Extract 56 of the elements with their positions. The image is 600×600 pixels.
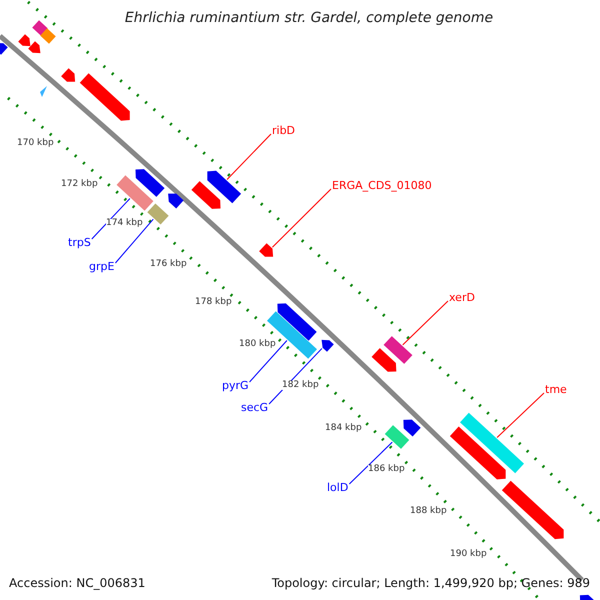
leader-line xyxy=(496,392,544,438)
tick-label: 190 kbp xyxy=(450,550,487,559)
gene-feature xyxy=(32,20,48,36)
tick-label: 178 kbp xyxy=(195,298,232,307)
gene-feature xyxy=(384,425,410,449)
gene-feature xyxy=(80,73,130,121)
gene-feature xyxy=(136,169,165,197)
gene-label: trpS xyxy=(68,237,91,248)
leader-line xyxy=(249,340,288,382)
tick-label: 174 kbp xyxy=(106,219,143,228)
accession-text: Accession: NC_006831 xyxy=(9,577,146,589)
gene-feature xyxy=(147,204,169,224)
gene-feature xyxy=(277,303,317,341)
gene-label: xerD xyxy=(449,292,475,303)
gene-feature xyxy=(372,348,396,372)
gene-label: pyrG xyxy=(222,380,249,391)
tick-label: 182 kbp xyxy=(282,381,319,390)
gene-feature xyxy=(28,41,40,54)
gene-feature xyxy=(18,34,30,46)
leader-line xyxy=(226,134,272,180)
gene-label: lolD xyxy=(327,482,348,493)
gene-label: tme xyxy=(545,384,567,395)
leader-line xyxy=(348,442,393,484)
tick-label: 188 kbp xyxy=(410,507,447,516)
gene-label: ribD xyxy=(272,125,296,136)
gene-feature xyxy=(502,480,564,540)
leader-line xyxy=(114,218,154,264)
tick-label: 186 kbp xyxy=(368,465,405,474)
gene-label: grpE xyxy=(89,261,114,272)
gene-feature xyxy=(40,86,47,97)
gene-feature xyxy=(168,194,184,208)
tick-label: 170 kbp xyxy=(17,139,54,148)
tick-label: 172 kbp xyxy=(61,180,98,189)
gene-feature xyxy=(322,340,334,352)
tick-label: 184 kbp xyxy=(325,424,362,433)
tick-label: 176 kbp xyxy=(150,260,187,269)
gene-feature xyxy=(191,181,220,209)
gene-feature xyxy=(0,42,8,55)
title: Ehrlichia ruminantium str. Gardel, complete genome xyxy=(124,11,494,25)
gene-feature xyxy=(207,170,242,204)
gene-feature xyxy=(450,426,506,480)
gene-feature xyxy=(384,336,412,364)
leader-line xyxy=(91,198,130,240)
gene-label: secG xyxy=(241,402,268,413)
gene-feature xyxy=(61,68,76,82)
gene-feature xyxy=(40,28,56,44)
genome-info-text: Topology: circular; Length: 1,499,920 bp; Genes: 989 xyxy=(272,577,590,589)
leader-line xyxy=(402,300,448,346)
gene-label: ERGA_CDS_01080 xyxy=(332,180,432,191)
tick-label: 180 kbp xyxy=(239,340,276,349)
gene-feature xyxy=(403,420,421,436)
leader-line xyxy=(272,188,332,248)
gene-feature xyxy=(116,175,154,211)
gene-feature xyxy=(580,594,594,600)
gene-feature xyxy=(259,243,274,257)
gene-feature xyxy=(460,412,524,474)
